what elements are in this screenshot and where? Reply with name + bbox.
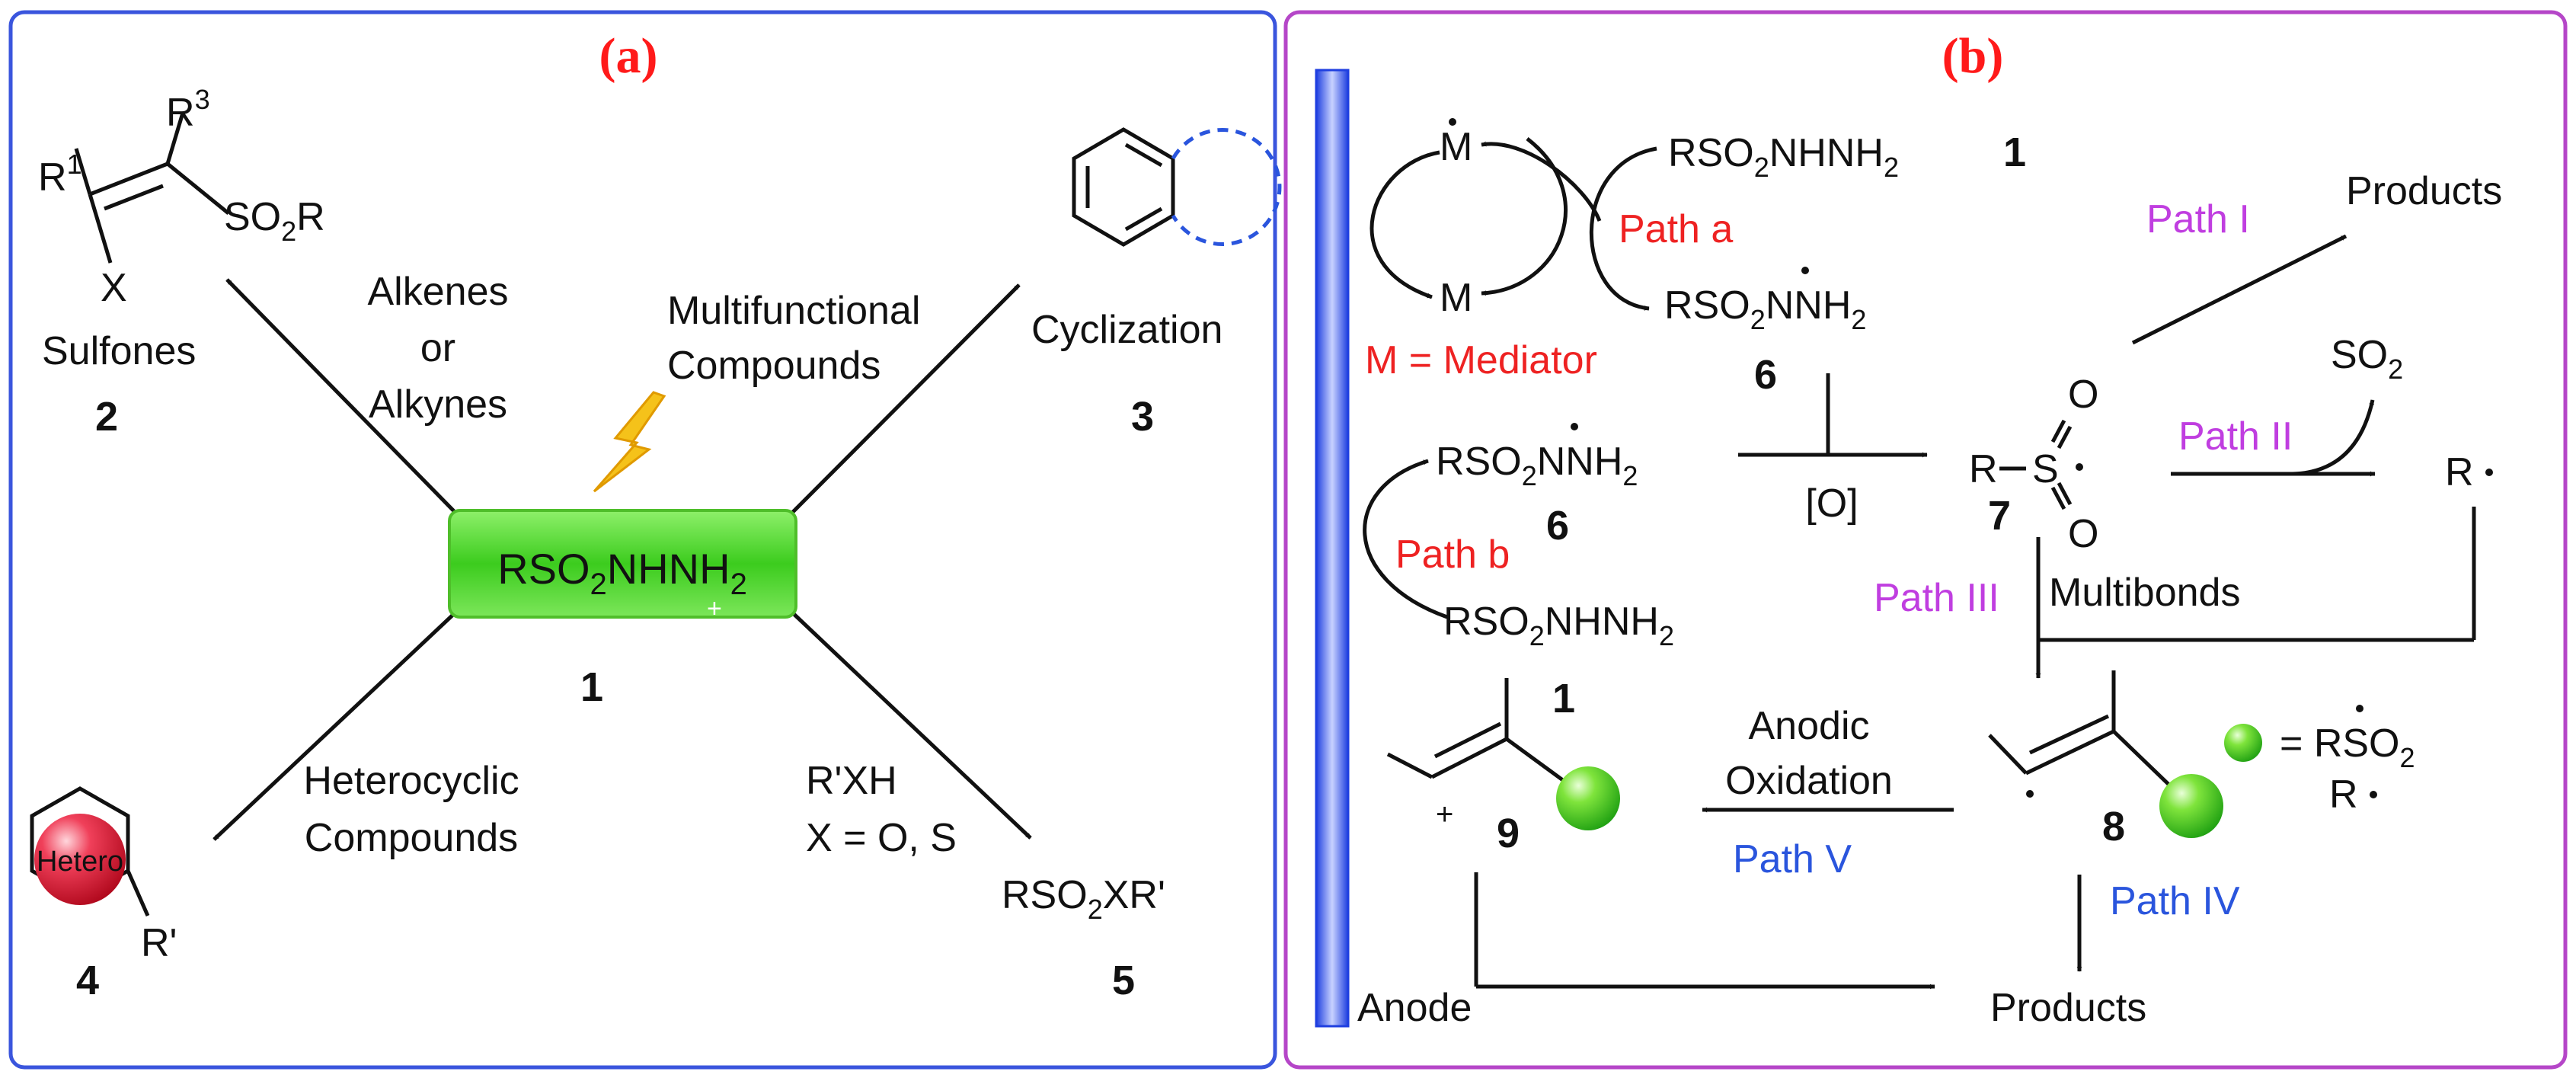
sulfonyl-radical-7: R S O O <box>1969 373 2098 556</box>
hetero-ring-label: Hetero <box>37 846 123 878</box>
mediator-top: M <box>1440 125 1472 169</box>
compound-number-6-mid: 6 <box>1546 503 1569 549</box>
radical-intermediate-8 <box>1988 670 2223 838</box>
thio-reagent-line1: R'XH <box>806 759 897 803</box>
compound-number-6-top: 6 <box>1754 352 1777 398</box>
radical7-r: R <box>1969 447 1998 491</box>
legend-green-ball <box>2224 724 2262 762</box>
so2-release-arrow <box>2292 399 2375 476</box>
so2-byproduct: SO2 <box>2331 333 2403 385</box>
sulfone-structure: R1 R3 SO2R X <box>38 84 325 310</box>
alkyl-radical-dot <box>2485 469 2493 476</box>
cyclization-reagent-line2: Compounds <box>667 344 881 388</box>
mediator-bottom: M <box>1440 276 1472 320</box>
radical-dot-6-top <box>1801 267 1809 274</box>
hetero-ball <box>34 814 126 905</box>
mediator-top-radical-dot <box>1449 118 1456 126</box>
legend-rso2-radical-dot <box>2356 705 2363 712</box>
compound-number-1-bottom: 1 <box>1552 676 1575 721</box>
sulfones-reagent-line2: or <box>420 326 455 370</box>
arrow-to-heterocycles <box>213 609 459 841</box>
hetero-substituent: R' <box>141 921 177 965</box>
center-compound-box <box>448 509 797 619</box>
panel-b-border <box>1283 10 2568 1070</box>
anodic-oxidation-line2: Oxidation <box>1725 759 1893 803</box>
hydrazide-radical-6-mid: RSO2NNH2 <box>1436 440 1638 491</box>
sulfones-reagent-line1: Alkenes <box>368 270 509 314</box>
compound-number-8: 8 <box>2102 804 2125 849</box>
cation-intermediate-9: + <box>1386 678 1620 831</box>
anode-electrode <box>1315 69 1350 1028</box>
oxidant-label: [O] <box>1805 481 1858 526</box>
compound-number-1-top: 1 <box>2003 130 2026 175</box>
path-III-label: Path III <box>1874 576 1999 620</box>
anode-label: Anode <box>1357 986 1472 1030</box>
compound-number-9: 9 <box>1497 811 1520 856</box>
alkyl-radical: R <box>2445 450 2474 494</box>
panel-b-label: (b) <box>1942 28 2004 84</box>
mediator-reduction-arrow <box>1369 150 1440 299</box>
thio-product: RSO2XR' <box>1002 873 1165 925</box>
legend-rso2: = RSO2 <box>2280 721 2415 773</box>
compound-number-3: 3 <box>1131 394 1154 440</box>
sulfone-r3: R3 <box>166 84 210 135</box>
path-II-label: Path II <box>2178 414 2293 459</box>
compound-number-4: 4 <box>76 958 99 1003</box>
panel-a-label: (a) <box>599 28 658 84</box>
cyclization-reagent-line1: Multifunctional <box>667 289 920 333</box>
compound-number-5: 5 <box>1112 958 1135 1003</box>
hydrazide-1-bottom: RSO2NHNH2 <box>1443 600 1674 651</box>
path-V-label: Path V <box>1733 837 1852 881</box>
thio-reagent-line2: X = O, S <box>806 816 957 860</box>
heterocycles-reagent-line2: Compounds <box>305 816 518 860</box>
sulfone-r1: R1 <box>38 149 82 200</box>
sulfones-name: Sulfones <box>42 329 196 373</box>
sulfone-so2r: SO2R <box>224 195 325 247</box>
products-top: Products <box>2346 169 2502 213</box>
hydrazide-radical-6-top: RSO2NNH2 <box>1664 283 1866 335</box>
cyclization-structure <box>1072 127 1282 247</box>
path-a-arrow-1 <box>1589 146 1657 311</box>
heterocycle-structure: Hetero R' <box>30 786 177 965</box>
radical7-o-bottom: O <box>2068 512 2098 556</box>
products-bottom: Products <box>1990 986 2146 1030</box>
radical7-s: S <box>2032 447 2059 491</box>
arrow-to-sulfones <box>225 278 459 516</box>
path-I-arrow <box>2131 234 2347 345</box>
green-ball-9 <box>1556 766 1620 830</box>
path-I-label: Path I <box>2146 197 2250 242</box>
path-a-arrow-2 <box>1481 141 1602 222</box>
mediator-oxidation-arrow <box>1481 137 1568 296</box>
sparkle-plus: + <box>707 594 722 623</box>
green-ball-8 <box>2159 774 2223 838</box>
path-IV-label: Path IV <box>2110 879 2240 923</box>
center-compound-formula: RSO2NHNH2 <box>497 545 747 601</box>
compound-number-1: 1 <box>580 664 603 710</box>
legend-r: R <box>2329 773 2358 817</box>
sulfones-reagent-line3: Alkynes <box>369 382 507 427</box>
panel-a-border <box>8 10 1277 1070</box>
arrow-to-thioesters <box>789 609 1032 840</box>
radical-dot-6-mid <box>1571 423 1578 430</box>
lightning-icon <box>593 391 666 493</box>
multibonds-label: Multibonds <box>2049 571 2240 615</box>
radical7-o-top: O <box>2068 373 2098 417</box>
compound-number-2: 2 <box>95 394 118 440</box>
legend-r-radical-dot <box>2370 791 2377 798</box>
cyclization-name: Cyclization <box>1031 308 1222 352</box>
path-a-label: Path a <box>1619 207 1733 251</box>
cation-sign: + <box>1436 798 1453 831</box>
sulfone-x: X <box>101 266 127 310</box>
compound-number-7: 7 <box>1988 493 2011 539</box>
anodic-oxidation-line1: Anodic <box>1749 704 1870 748</box>
heterocycles-reagent-line1: Heterocyclic <box>303 759 519 803</box>
path-b-label: Path b <box>1395 533 1510 577</box>
arrow-to-cyclization <box>789 283 1021 516</box>
path-b-arrow <box>1363 459 1448 619</box>
mediator-definition: M = Mediator <box>1365 338 1597 382</box>
hydrazide-1-top: RSO2NHNH2 <box>1668 131 1899 183</box>
